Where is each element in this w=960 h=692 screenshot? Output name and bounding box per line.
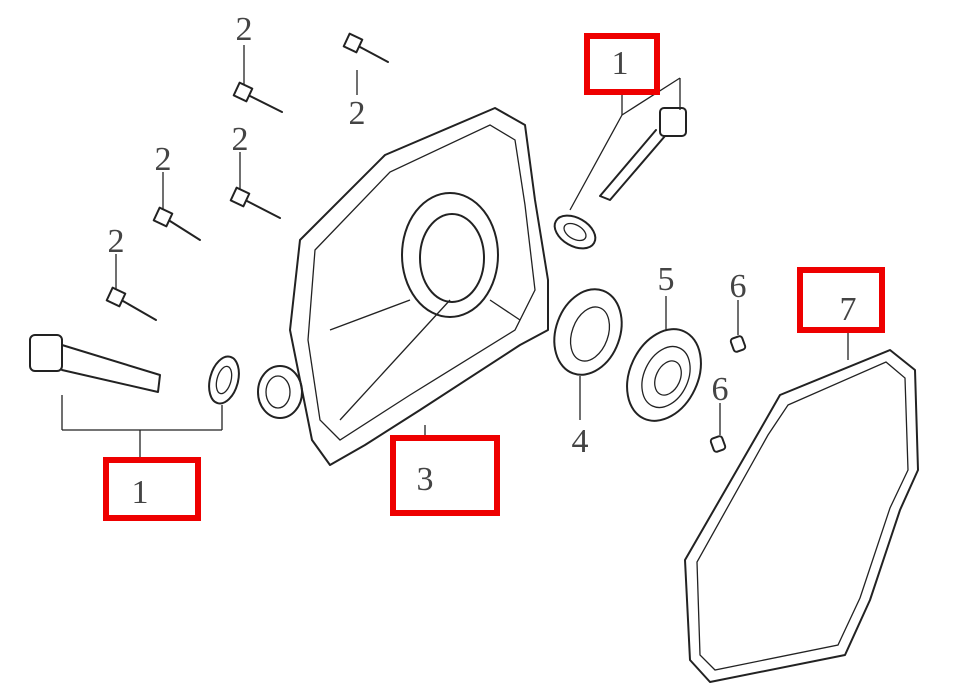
bolt-e <box>105 254 157 321</box>
oil-filler-cap-right <box>553 77 687 250</box>
oil-filler-cap-left <box>29 334 240 462</box>
callout-2: 2 <box>236 11 253 48</box>
callout-7: 7 <box>840 291 857 328</box>
callout-2: 2 <box>155 141 172 178</box>
highlight-box <box>797 267 885 333</box>
dowel-pin-b <box>709 403 727 453</box>
bolt-c <box>229 152 281 219</box>
oil-seal <box>553 288 623 420</box>
callout-1: 1 <box>132 474 149 511</box>
bolt-b <box>342 32 389 95</box>
callout-3: 3 <box>417 461 434 498</box>
callout-1: 1 <box>612 45 629 82</box>
bearing <box>626 296 702 422</box>
callout-5: 5 <box>658 261 675 298</box>
callout-2: 2 <box>232 121 249 158</box>
gasket <box>684 330 919 683</box>
dowel-pin-a <box>729 300 747 353</box>
bolt-a <box>232 45 283 113</box>
highlight-box <box>390 435 500 516</box>
bolt-d <box>152 172 201 241</box>
callout-4: 4 <box>572 423 589 460</box>
highlight-box <box>584 33 660 95</box>
callout-6: 6 <box>712 371 729 408</box>
callout-2: 2 <box>349 95 366 132</box>
callout-6: 6 <box>730 268 747 305</box>
highlight-box <box>103 457 201 521</box>
callout-2: 2 <box>108 223 125 260</box>
crankcase-cover <box>257 107 549 466</box>
